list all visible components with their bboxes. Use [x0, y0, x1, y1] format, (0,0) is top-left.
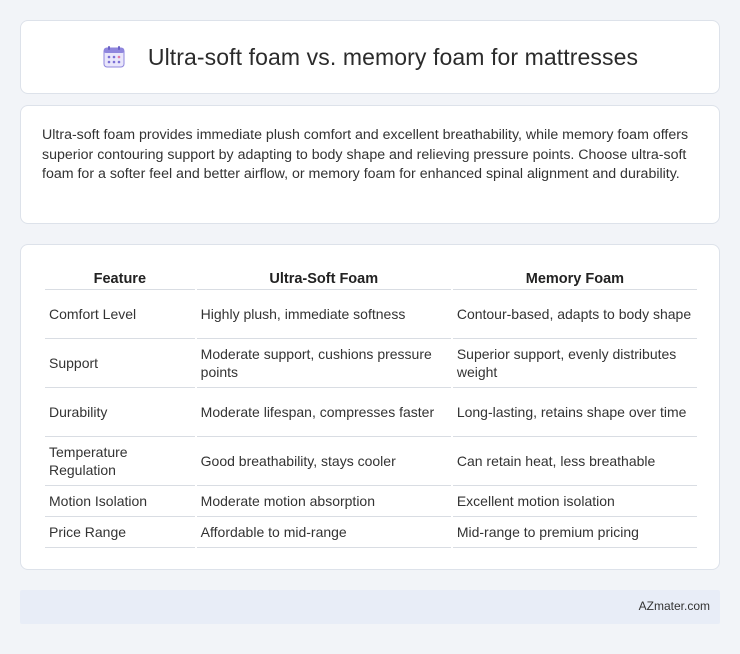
- table-cell: Price Range: [45, 517, 195, 548]
- calendar-icon: [102, 45, 126, 69]
- table-cell: Good breathability, stays cooler: [196, 437, 451, 486]
- table-cell: Long-lasting, retains shape over time: [452, 388, 697, 437]
- summary-text: Ultra-soft foam provides immediate plush…: [42, 127, 689, 183]
- summary-card: Ultra-soft foam provides immediate plush…: [20, 105, 720, 224]
- table-row: Price Range Affordable to mid-range Mid-…: [45, 517, 697, 548]
- table-row: Durability Moderate lifespan, compresses…: [45, 388, 697, 437]
- page-title: Ultra-soft foam vs. memory foam for matt…: [147, 43, 639, 70]
- table-cell: Durability: [45, 388, 195, 437]
- table-cell: Moderate lifespan, compresses faster: [196, 388, 451, 437]
- table-cell: Excellent motion isolation: [452, 486, 697, 517]
- table-row: Motion Isolation Moderate motion absorpt…: [45, 486, 697, 517]
- header-memory-foam: Memory Foam: [452, 263, 697, 290]
- table-cell: Contour-based, adapts to body shape: [452, 290, 697, 339]
- table-cell: Mid-range to premium pricing: [452, 517, 697, 548]
- table-cell: Support: [45, 339, 195, 388]
- footer-brand: AZmater.com: [638, 599, 710, 613]
- header-ultra-soft-foam: Ultra-Soft Foam: [196, 263, 451, 290]
- table-cell: Affordable to mid-range: [196, 517, 451, 548]
- table-row: Comfort Level Highly plush, immediate so…: [45, 290, 697, 339]
- table-cell: Motion Isolation: [45, 486, 195, 517]
- table-row: Support Moderate support, cushions press…: [45, 339, 697, 388]
- table-cell: Can retain heat, less breathable: [452, 437, 697, 486]
- table-cell: Superior support, evenly distributes wei…: [452, 339, 697, 388]
- table-cell: Moderate motion absorption: [196, 486, 451, 517]
- table-header-row: Feature Ultra-Soft Foam Memory Foam: [45, 263, 697, 290]
- comparison-table-card: Feature Ultra-Soft Foam Memory Foam Comf…: [20, 244, 720, 570]
- table-row: Temperature Regulation Good breathabilit…: [45, 437, 697, 486]
- table-cell: Comfort Level: [45, 290, 195, 339]
- header-feature: Feature: [45, 263, 195, 290]
- title-card: Ultra-soft foam vs. memory foam for matt…: [20, 20, 720, 94]
- footer-bar: AZmater.com: [20, 590, 720, 624]
- table-cell: Highly plush, immediate softness: [196, 290, 451, 339]
- table-cell: Temperature Regulation: [45, 437, 195, 486]
- comparison-table: Feature Ultra-Soft Foam Memory Foam Comf…: [43, 263, 699, 548]
- table-cell: Moderate support, cushions pressure poin…: [196, 339, 451, 388]
